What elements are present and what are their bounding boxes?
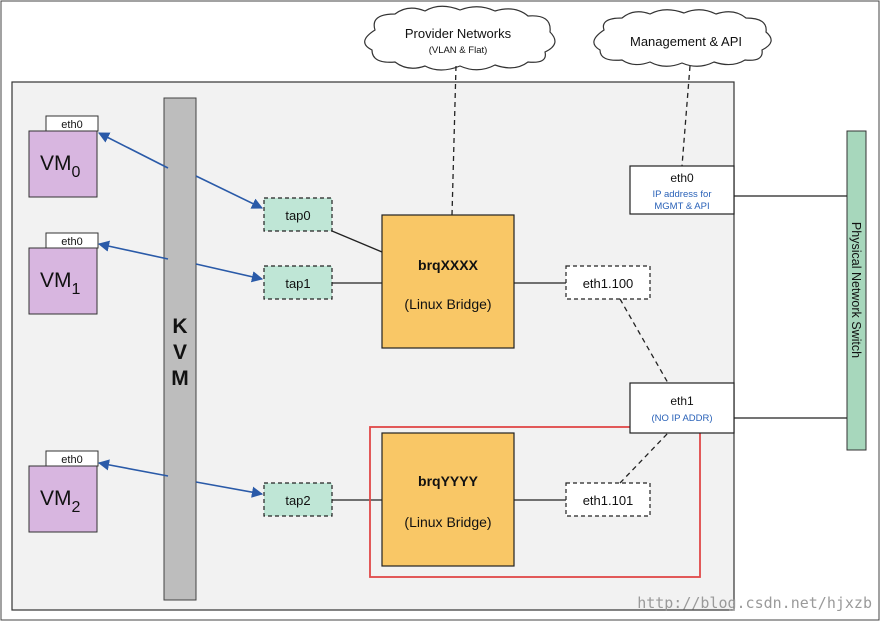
iface-eth1-101: eth1.101 [565,482,651,517]
vm-1-box [28,247,98,315]
host-eth0-note-line2: MGMT & API [654,201,709,212]
vm-2: eth0 VM2 [28,450,99,533]
compute-host-box [11,81,735,611]
kvm-hypervisor-bar [163,97,197,601]
iface-eth1-100: eth1.100 [565,265,651,300]
bridge-brqyyyy-name: brqYYYY [418,473,479,489]
vm-1: eth0 VM1 [28,232,99,315]
management-api-title: Management & API [630,34,742,49]
tap2: tap2 [263,482,333,517]
provider-networks-subtitle: (VLAN & Flat) [429,45,488,56]
kvm-letter: K [172,315,187,338]
provider-uplink-dashed [451,65,457,216]
iface-eth1-100-label: eth1.100 [583,276,634,291]
vm-1-eth0-label: eth0 [61,236,82,248]
tap1: tap1 [263,265,333,300]
host-eth1-name: eth1 [670,394,694,408]
host-eth0-name: eth0 [670,171,694,185]
host-eth1-note: (NO IP ADDR) [651,413,712,424]
vm-2-kvm-link [97,459,169,477]
vm-2-name: VM2 [40,487,81,516]
physical-network-switch [846,130,867,451]
host-eth0-note-line1: IP address for [653,189,712,200]
kvm-tap1-link [195,263,264,283]
kvm-letter: M [171,367,189,390]
tap2-label: tap2 [285,493,310,508]
bridge-brqyyyy: brqYYYY (Linux Bridge) [381,432,515,567]
management-api-cloud: Management & API [593,9,772,67]
vm-0-box [28,130,98,198]
vm-2-eth0-label: eth0 [61,454,82,466]
bridge-brqyyyy-type: (Linux Bridge) [404,514,491,530]
bridge-brqxxxx-type: (Linux Bridge) [404,296,491,312]
tap1-label: tap1 [285,276,310,291]
kvm-tap2-link [195,481,264,498]
host-eth1: eth1 (NO IP ADDR) [629,382,735,434]
host-eth0: eth0 IP address for MGMT & API [629,165,735,215]
vm-0-name: VM0 [40,152,81,181]
vm-0-kvm-link [98,132,169,169]
provider-networks-cloud: Provider Networks (VLAN & Flat) [364,5,556,71]
eth1-100-eth1-dashed [619,298,669,384]
tap0-bridge-link [331,230,383,253]
vm-0-eth0-label: eth0 [61,119,82,131]
tap0: tap0 [263,197,333,232]
iface-eth1-101-label: eth1.101 [583,493,634,508]
eth1-101-eth1-dashed [619,432,669,484]
vm-1-kvm-link [97,240,169,260]
highlight-box [369,426,701,578]
watermark: http://blog.csdn.net/hjxzb [637,594,872,612]
bridge-brqxxxx: brqXXXX (Linux Bridge) [381,214,515,349]
management-uplink-dashed [681,65,691,167]
provider-networks-title: Provider Networks [405,26,512,41]
physical-network-switch-label: Physical Network Switch [849,222,863,358]
vm-2-box [28,465,98,533]
bridge-brqxxxx-name: brqXXXX [418,257,479,273]
vm-0: eth0 VM0 [28,115,99,198]
tap0-label: tap0 [285,208,310,223]
vm-1-name: VM1 [40,269,81,298]
kvm-tap0-link [195,175,264,209]
kvm-label: KVM [171,315,189,390]
kvm-letter: V [173,341,187,364]
